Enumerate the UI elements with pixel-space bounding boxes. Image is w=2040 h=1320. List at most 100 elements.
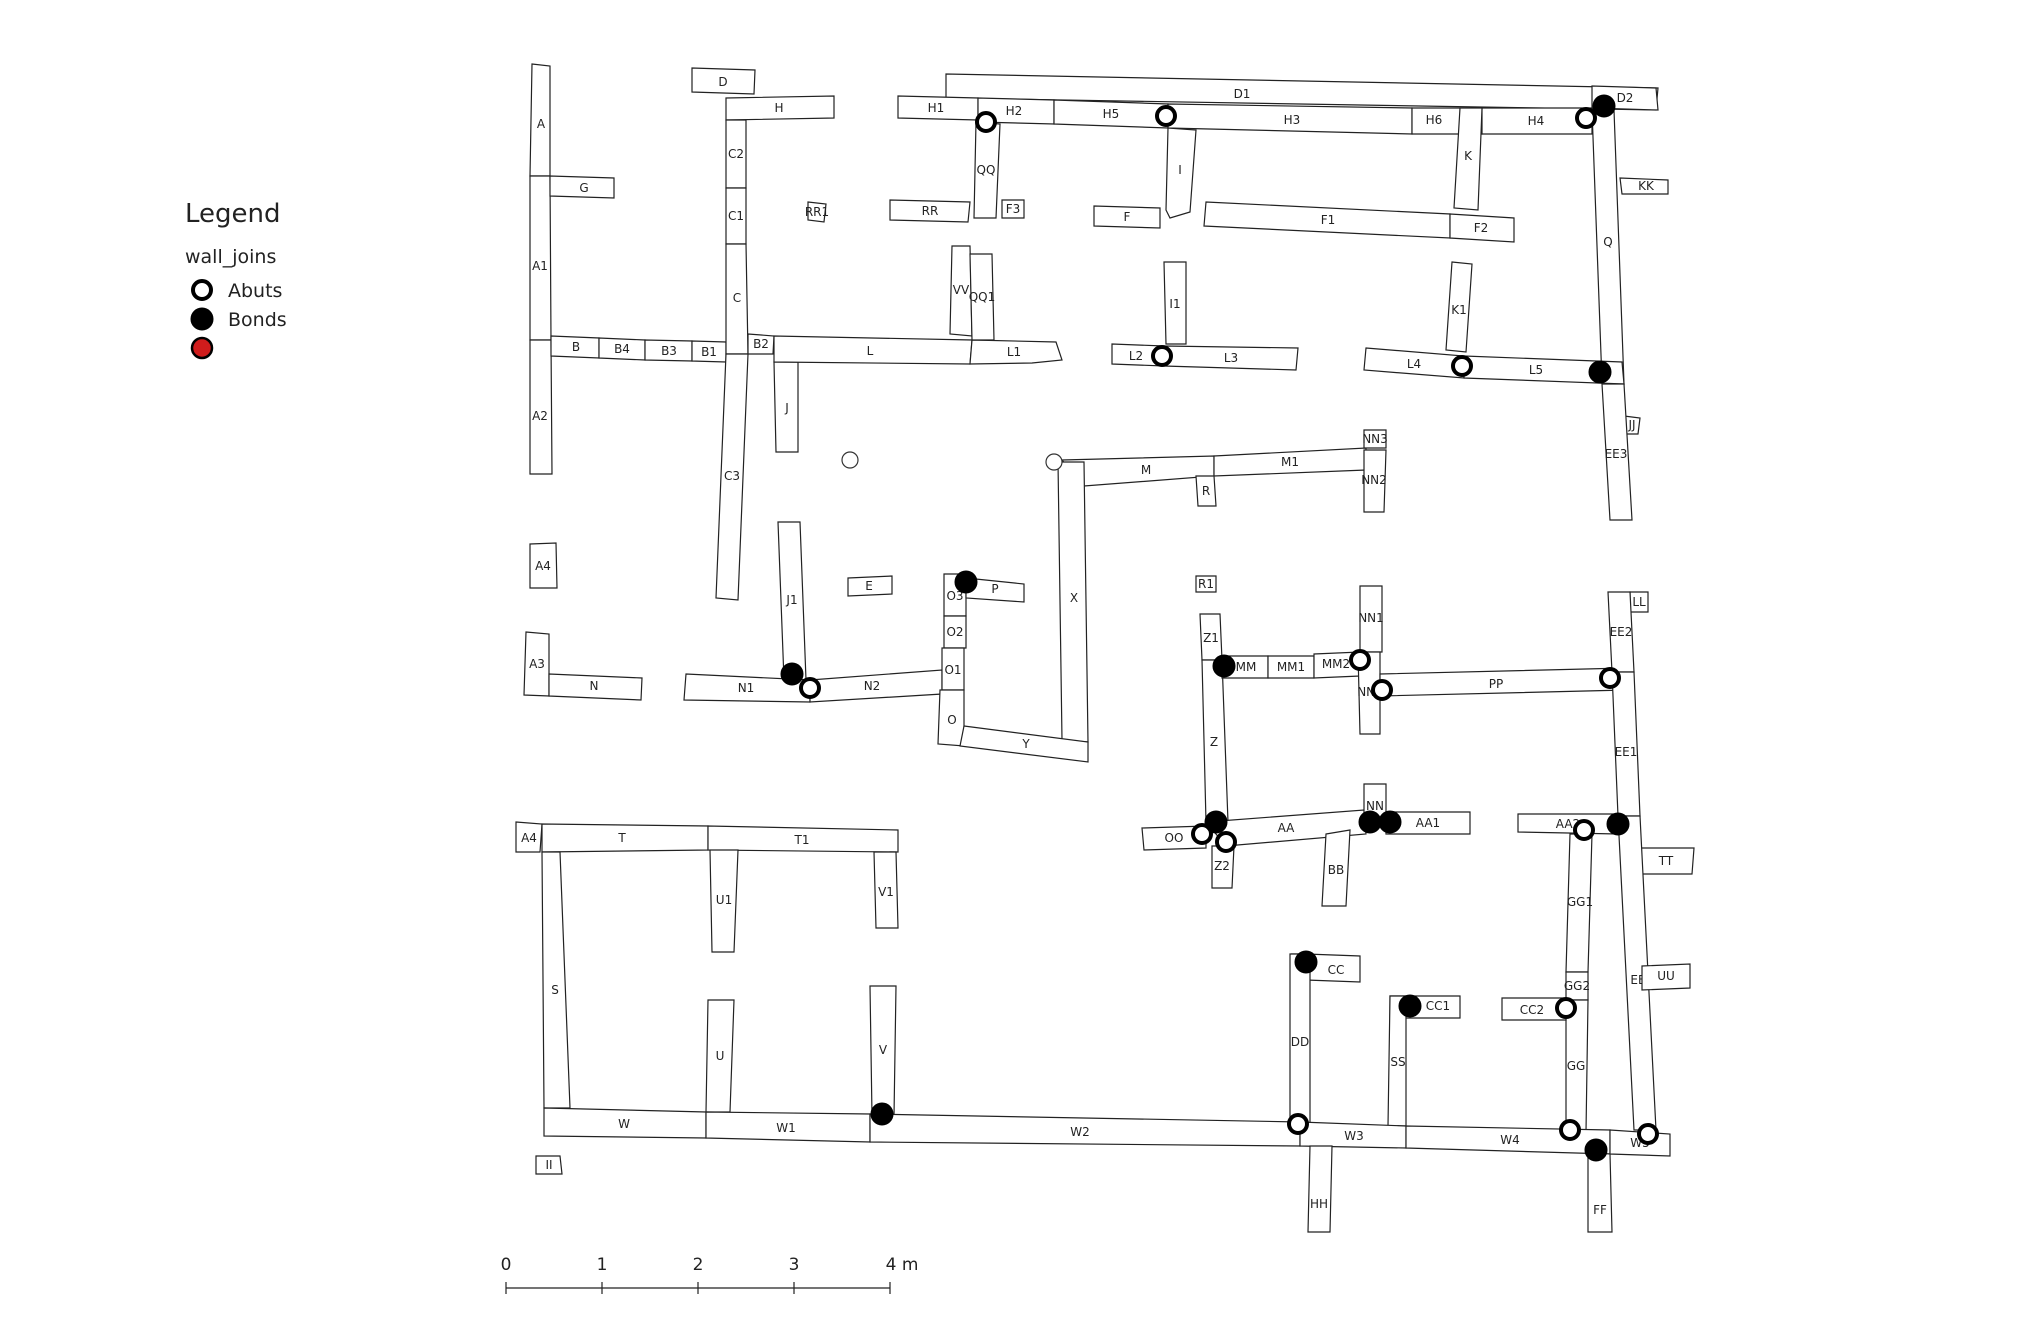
bonds-join-marker [1606,812,1630,836]
wall-i [1165,127,1197,219]
wall-label-f3: F3 [1006,202,1021,216]
wall-label-l1: L1 [1007,345,1021,359]
abuts-join-marker [1637,1123,1659,1145]
abuts-join-marker [1191,823,1213,845]
wall-label-c1: C1 [728,209,744,223]
wall-label-gg2: GG2 [1564,979,1590,993]
wall-label-m: M [1141,463,1151,477]
wall-label-oo: OO [1165,831,1184,845]
wall-label-g: G [579,181,588,195]
wall-label-w: W [618,1117,630,1131]
wall-label-r: R [1202,484,1210,498]
wall-label-ee3: EE3 [1605,447,1628,461]
wall-a4-south [515,821,543,853]
wall-a4 [529,542,558,589]
wall-label-w4: W4 [1500,1133,1520,1147]
bonds-join-marker [1358,810,1382,834]
wall-k [1453,107,1483,211]
wall-label-b4: B4 [614,342,630,356]
wall-c3 [715,353,749,601]
wall-label-u1: U1 [716,893,732,907]
bonds-join-marker [1204,810,1228,834]
wall-label-a: A [537,117,546,131]
wall-label-t1: T1 [794,833,810,847]
wall-label-mm1: MM1 [1277,660,1305,674]
wall-label-l2: L2 [1129,349,1143,363]
wall-label-qq: QQ [977,163,996,177]
abuts-join-marker [1555,997,1577,1019]
wall-label-bb: BB [1328,863,1344,877]
wall-l1 [969,339,1063,365]
wall-label-l3: L3 [1224,351,1238,365]
wall-ff [1587,1151,1613,1233]
wall-nn4 [1357,651,1381,735]
wall-label-uu: UU [1657,969,1675,983]
scale-tick-3: 3 [789,1255,800,1275]
wall-label-h3: H3 [1284,113,1301,127]
wall-hh [1307,1145,1333,1233]
scale-end-label: 4 m [886,1255,919,1275]
wall-label-i: I [1178,163,1182,177]
wall-label-p: P [991,582,998,596]
bonds-legend-icon [190,307,214,331]
wall-t1 [707,825,899,853]
wall-label-jj: JJ [1627,418,1635,432]
wall-label-nn: NN [1366,799,1384,813]
legend-layer-name: wall_joins [185,246,276,268]
wall-label-c: C [733,291,741,305]
wall-label-nn1: NN1 [1358,611,1384,625]
wall-label-aa: AA [1278,821,1296,835]
wall-label-h4: H4 [1528,114,1545,128]
wall-label-a3: A3 [529,657,545,671]
bonds-join-marker [1584,1138,1608,1162]
wall-label-vv: VV [953,283,970,297]
wall-h4 [1481,107,1593,135]
legend-title: Legend [185,199,281,229]
wall-label-w2: W2 [1070,1125,1090,1139]
wall-label-s: S [551,983,559,997]
wall-label-h1: H1 [928,101,945,115]
wall-label-z2: Z2 [1214,859,1230,873]
wall-label-j1: J1 [785,593,797,607]
abuts-join-marker [1151,345,1173,367]
wall-cc2 [1501,997,1567,1021]
abuts-join-marker [1371,679,1393,701]
abuts-join-marker [1599,667,1621,689]
wall-label-qq1: QQ1 [969,290,996,304]
wall-label-k: K [1464,149,1473,163]
wall-rr [889,199,971,223]
abuts-join-marker [1287,1113,1309,1135]
wall-label-hh: HH [1310,1197,1328,1211]
abuts-join-marker [1559,1119,1581,1141]
wall-r1 [1195,575,1217,593]
wall-i1 [1163,261,1187,345]
wall-u1 [709,849,739,953]
wall-ii [535,1155,563,1175]
wall-label-e: E [865,579,873,593]
wall-label-ll: LL [1632,595,1646,609]
wall-a1 [529,175,552,341]
bonds-join-marker [780,662,804,686]
wall-label-c3: C3 [724,469,740,483]
abuts-join-marker [1215,831,1237,853]
wall-label-cc2: CC2 [1520,1003,1544,1017]
wall-v1 [873,851,899,929]
bonds-join-marker [1378,810,1402,834]
wall-kk [1619,177,1669,195]
wall-joins-layer [780,94,1659,1162]
wall-label-t: T [617,831,626,845]
wall-label-x: X [1070,591,1078,605]
bonds-join-marker [1592,94,1616,118]
wall-label-m1: M1 [1281,455,1299,469]
wall-label-mm2: MM2 [1322,657,1350,671]
wall-label-d1: D1 [1234,87,1251,101]
abuts-join-marker [1155,105,1177,127]
wall-label-h6: H6 [1426,113,1443,127]
wall-label-k1: K1 [1451,303,1467,317]
scale-tick-1: 1 [597,1255,608,1275]
wall-label-q: Q [1603,235,1612,249]
red-circle-legend-icon [190,336,214,360]
wall-label-j: J [784,401,789,415]
legend-item-bonds: Bonds [228,309,287,331]
wall-label-a4-south: A4 [521,831,537,845]
